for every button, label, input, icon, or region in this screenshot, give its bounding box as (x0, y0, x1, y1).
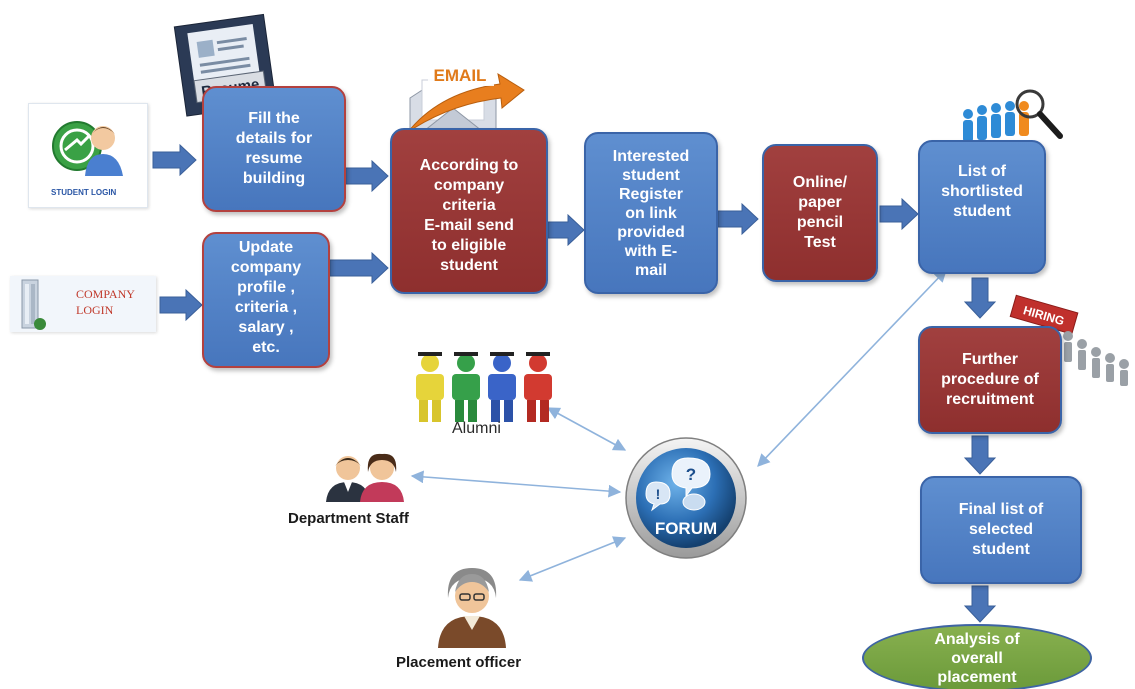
step-register-on-link: Interested student Register on link prov… (584, 132, 718, 294)
step-email-line-1: According to (419, 157, 519, 174)
link-forum-alumni (546, 407, 627, 451)
step-register-line-6: with E- (624, 242, 678, 260)
flow-arrow-shortlist-to-further (963, 277, 997, 319)
step-further-line-1: Further (962, 351, 1018, 368)
step-profile-line-1: Update (238, 239, 294, 256)
link-forum-placement-officer (518, 536, 627, 582)
student-login-label: STUDENT LOGIN (51, 188, 117, 197)
department-staff-icon (326, 453, 404, 502)
svg-text:!: ! (656, 486, 661, 502)
step-final-line-3: student (972, 541, 1030, 558)
step-email-line-4: E-mail send (424, 217, 514, 234)
step-register-line-5: provided (617, 223, 685, 241)
step-email-line-5: to eligible (431, 237, 507, 254)
step-email-eligible-students: According to company criteria E-mail sen… (390, 128, 548, 294)
alumni-figure-red (524, 352, 552, 422)
step-final-line-2: selected (968, 521, 1034, 538)
link-forum-department-staff (410, 470, 622, 498)
flow-arrow-register-to-test (717, 202, 759, 236)
step-profile-line-5: salary , (238, 319, 294, 336)
forum-label: FORUM (655, 519, 717, 538)
alumni-figure-blue (488, 352, 516, 422)
step-test-line-4: Test (804, 234, 836, 251)
step-register-line-4: on link (625, 204, 677, 222)
step-email-line-6: student (440, 257, 498, 274)
step-register-line-2: student (622, 166, 680, 184)
step-shortlist-line-2: shortlisted (941, 183, 1023, 200)
flow-arrow-profile-to-email (329, 251, 389, 285)
student-login-card[interactable]: STUDENT LOGIN (28, 103, 148, 208)
placement-officer-icon (438, 568, 506, 648)
company-login-label: COMPANY LOGIN (76, 286, 135, 318)
step-email-line-2: company (433, 177, 505, 194)
step-online-test: Online/ paper pencil Test (762, 144, 878, 282)
step-final-selected: Final list of selected student (920, 476, 1082, 584)
step-resume-line-4: building (242, 170, 306, 187)
email-icon-label: EMAIL (434, 66, 487, 85)
step-shortlisted-students: List of shortlisted student (918, 140, 1046, 274)
step-resume-line-1: Fill the (248, 110, 300, 127)
step-further-recruitment: Further procedure of recruitment (918, 326, 1062, 434)
department-staff-label: Department Staff (288, 510, 409, 527)
step-test-line-1: Online/ (792, 174, 848, 191)
alumni-icon (416, 352, 552, 422)
step-test-line-3: pencil (796, 214, 844, 231)
link-forum-shortlist (757, 269, 947, 467)
alumni-figure-yellow (416, 352, 444, 422)
step-resume-line-2: details for (235, 130, 313, 147)
step-shortlist-line-3: student (953, 203, 1011, 220)
step-shortlist-line-1: List of (958, 163, 1006, 180)
step-profile-line-2: company (230, 259, 302, 276)
people-search-icon (963, 89, 1063, 142)
hiring-icon: HIRING (1009, 294, 1129, 386)
flow-arrow-test-to-shortlist (879, 197, 919, 231)
step-analysis-line-2: overall (951, 650, 1003, 667)
flow-arrow-further-to-final (963, 435, 997, 475)
alumni-figure-green (452, 352, 480, 422)
step-final-line-1: Final list of (958, 501, 1044, 518)
speech-bubbles-icon: ? ! (645, 457, 711, 512)
step-further-line-3: recruitment (945, 391, 1035, 408)
step-register-line-1: Interested (612, 147, 690, 165)
step-analysis-line-1: Analysis of (934, 631, 1020, 648)
flow-arrow-company-to-profile (159, 288, 203, 322)
flow-arrow-final-to-analysis (963, 585, 997, 623)
step-profile-line-3: profile , (237, 279, 295, 296)
step-profile-line-4: criteria , (234, 299, 298, 316)
company-login-line-2: LOGIN (76, 303, 114, 317)
step-test-line-2: paper (798, 194, 842, 211)
step-analysis-placement: Analysis of overall placement (862, 624, 1092, 689)
svg-text:?: ? (686, 465, 696, 484)
step-resume-building: Fill the details for resume building (202, 86, 346, 212)
alumni-label: Alumni (452, 420, 501, 437)
student-login-icon (52, 121, 123, 176)
flow-arrow-resume-to-email (345, 159, 389, 193)
company-login-card[interactable]: COMPANY LOGIN (10, 276, 156, 332)
step-analysis-line-3: placement (937, 669, 1017, 686)
step-register-line-7: mail (634, 261, 667, 279)
step-register-line-3: Register (618, 185, 684, 203)
step-update-company-profile: Update company profile , criteria , sala… (202, 232, 330, 368)
company-login-line-1: COMPANY (76, 287, 135, 301)
step-further-line-2: procedure of (941, 371, 1039, 388)
placement-officer-label: Placement officer (396, 654, 522, 671)
building-icon (21, 279, 46, 330)
forum-icon[interactable]: ? ! FORUM (620, 436, 760, 566)
step-profile-line-6: etc. (252, 339, 280, 356)
flow-arrow-student-to-resume (152, 143, 197, 177)
step-resume-line-3: resume (245, 150, 303, 167)
flow-arrow-email-to-register (547, 213, 585, 247)
step-email-line-3: criteria (442, 197, 496, 214)
